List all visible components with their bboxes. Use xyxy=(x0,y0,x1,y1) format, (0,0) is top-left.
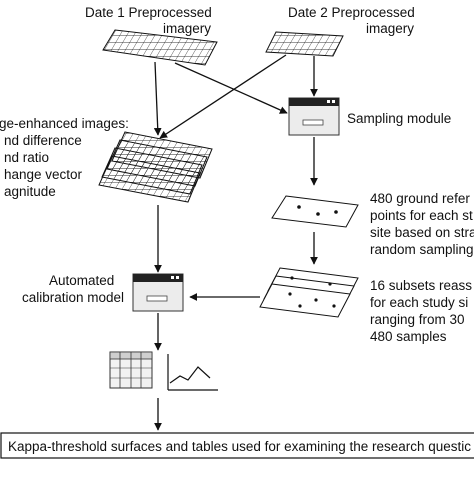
table-icon xyxy=(109,351,153,389)
change-images-line-5: agnitude xyxy=(4,184,56,199)
line-chart-icon xyxy=(167,354,218,391)
ground-ref-line-1: 480 ground refer xyxy=(370,191,470,206)
final-output-text: Kappa-threshold surfaces and tables used… xyxy=(8,439,471,454)
sampling-module-label: Sampling module xyxy=(347,111,451,126)
ground-ref-line-2: points for each st xyxy=(370,208,473,223)
arrow-date1-to-sampling xyxy=(174,62,288,114)
arrow-date1-to-change xyxy=(153,61,162,136)
date1-subtitle: imagery xyxy=(163,21,211,36)
calibration-label-line-1: Automated xyxy=(49,273,114,288)
subsets-line-3: ranging from 30 xyxy=(370,312,465,327)
date2-title: Date 2 Preprocessed xyxy=(288,5,415,20)
change-images-line-2: nd difference xyxy=(4,133,82,148)
calibration-model-window-icon xyxy=(132,273,184,312)
change-images-line-3: nd ratio xyxy=(4,150,49,165)
ground-ref-line-3: site based on stra xyxy=(370,225,474,240)
change-images-line-4: hange vector xyxy=(4,167,83,182)
arrow-date2-to-change xyxy=(159,54,287,139)
date1-imagery-grid xyxy=(102,29,218,66)
change-images-stack xyxy=(98,131,213,203)
sampling-module-window-icon xyxy=(288,97,340,136)
subsets-stack xyxy=(259,267,359,318)
subsets-line-1: 16 subsets reass xyxy=(370,278,472,293)
ground-reference-plane xyxy=(271,195,359,228)
date1-title: Date 1 Preprocessed xyxy=(85,5,212,20)
date2-subtitle: imagery xyxy=(366,21,414,36)
subsets-line-2: for each study si xyxy=(370,295,468,310)
subsets-line-4: 480 samples xyxy=(370,329,447,344)
date2-imagery-grid xyxy=(265,31,344,57)
calibration-label-line-2: calibration model xyxy=(22,290,124,305)
final-output-box xyxy=(0,432,474,459)
change-images-line-1: ge-enhanced images: xyxy=(0,116,129,131)
ground-ref-line-4: random sampling xyxy=(370,242,474,257)
